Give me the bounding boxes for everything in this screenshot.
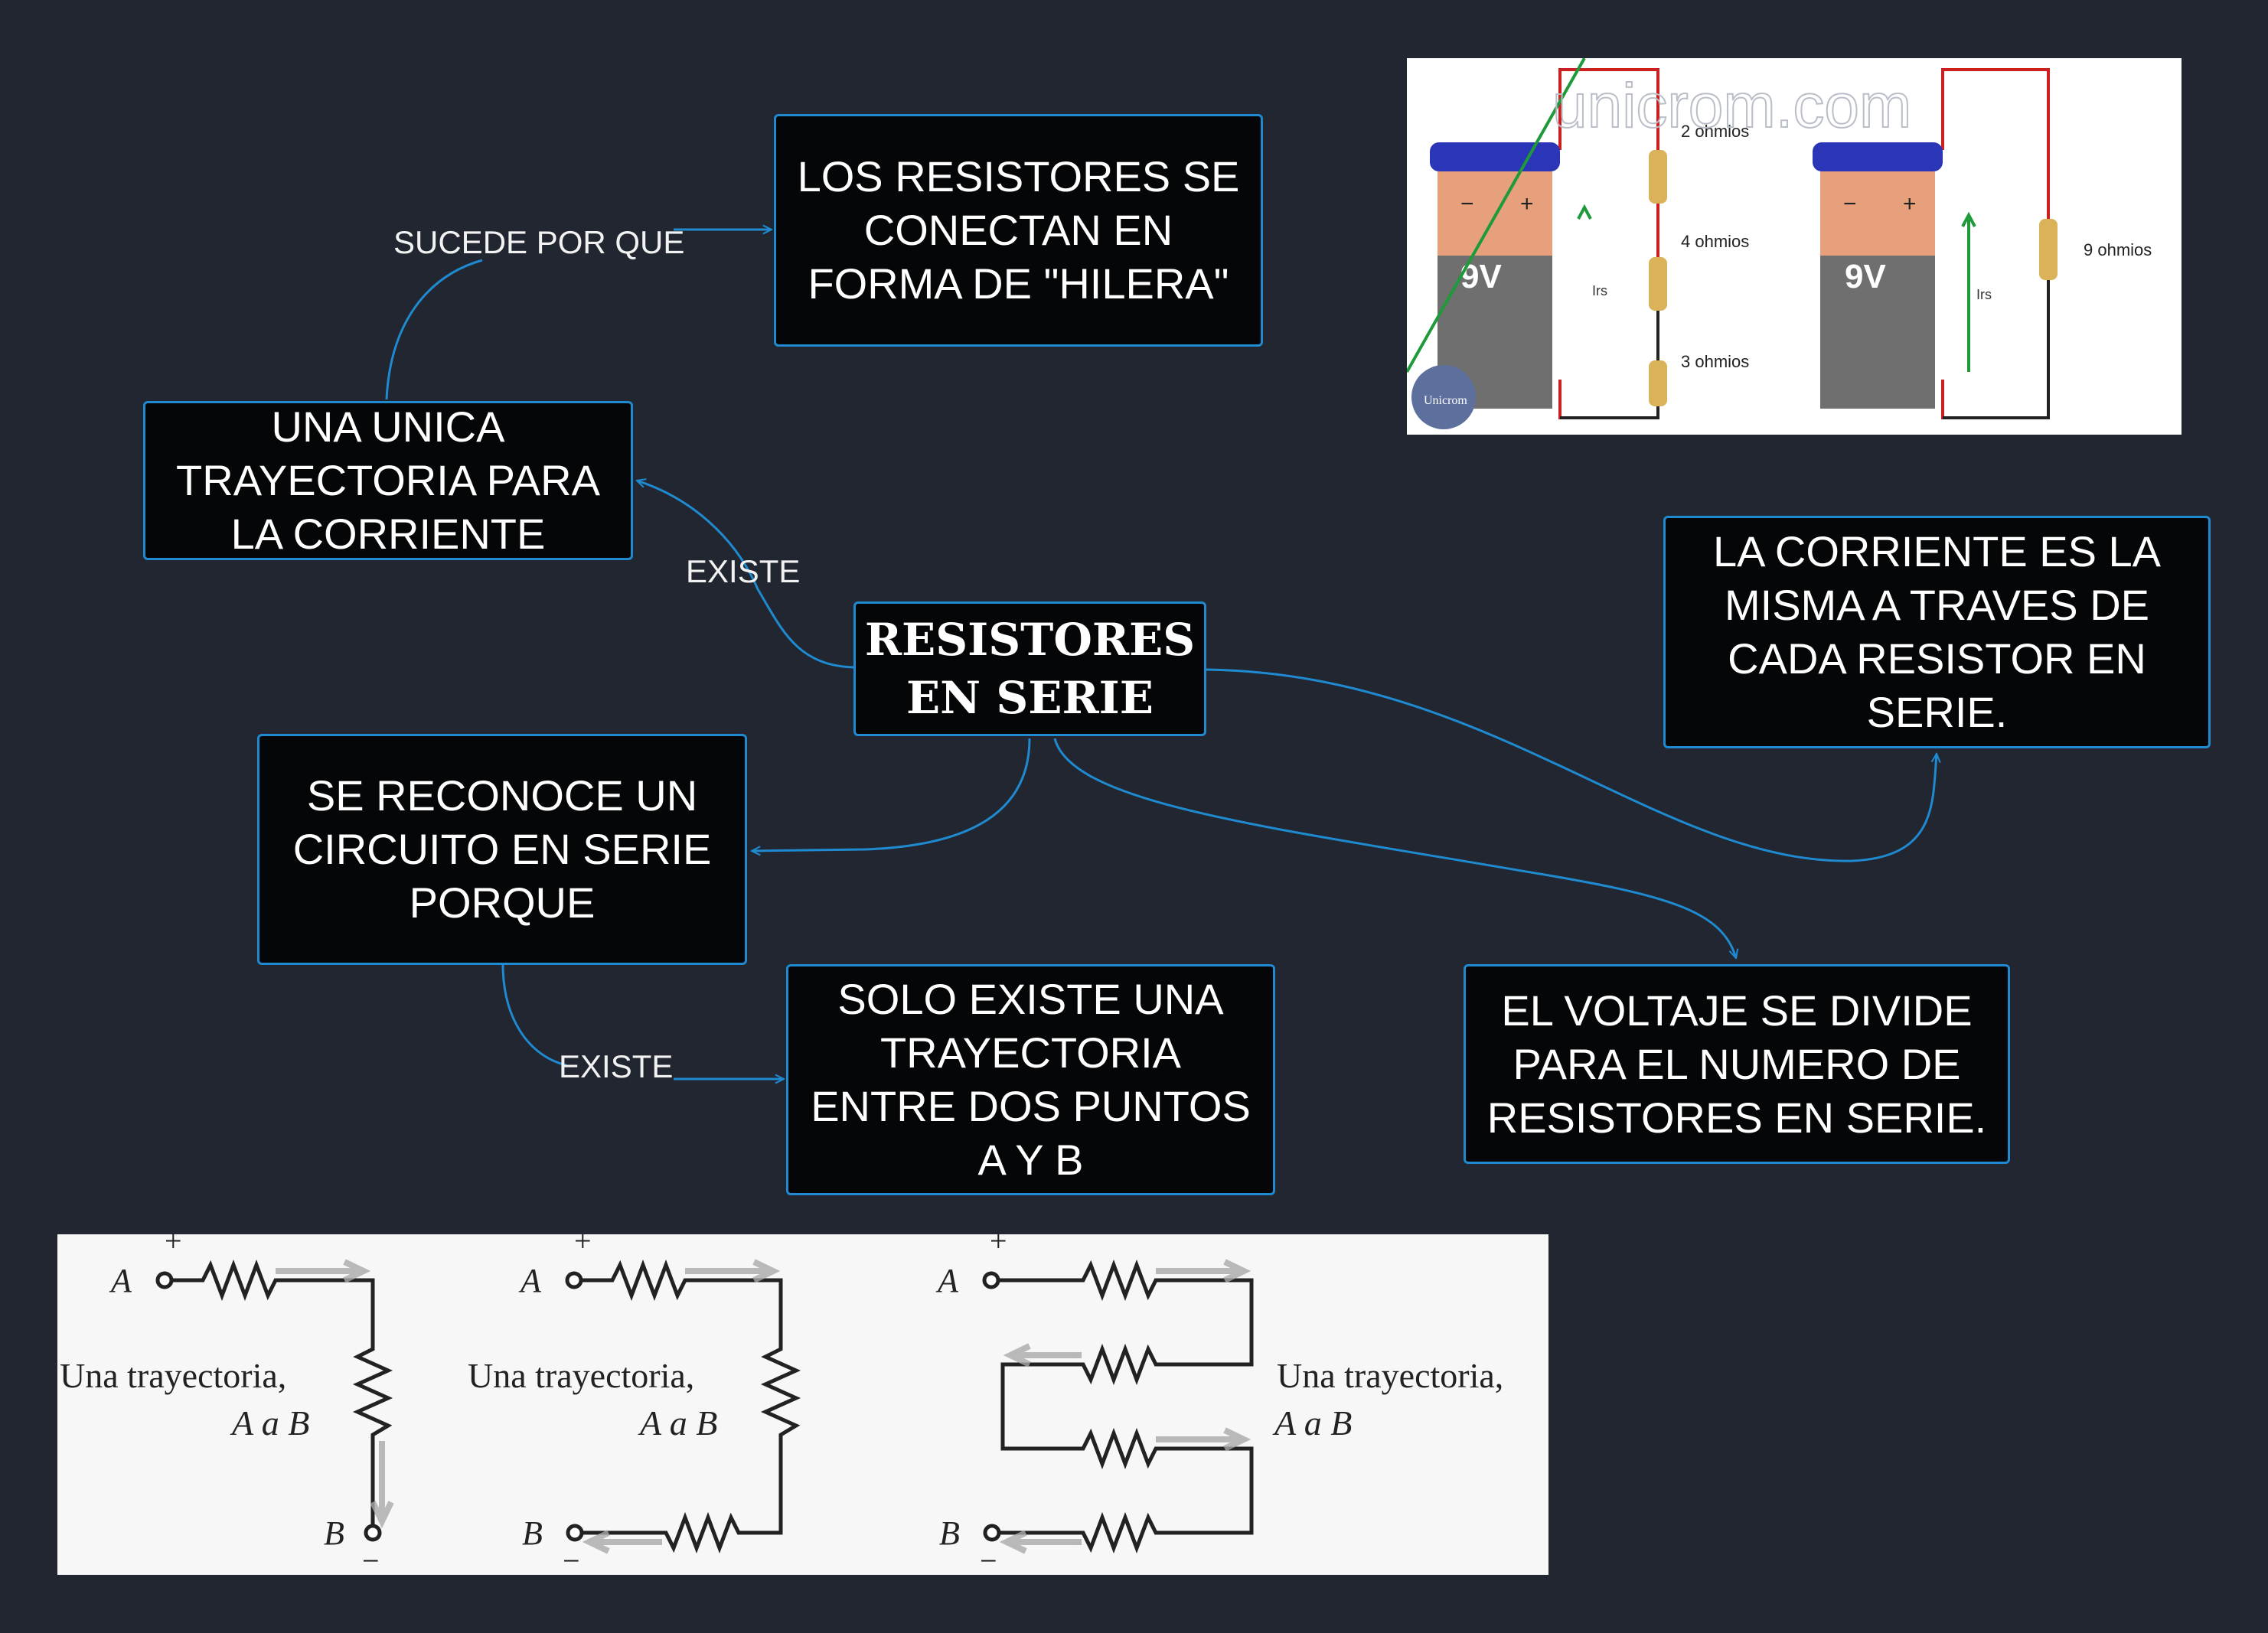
node-voltaje-divide[interactable]: EL VOLTAJE SE DIVIDE PARA EL NUMERO DE R… <box>1464 964 2010 1164</box>
d2-label-a: A <box>518 1262 542 1299</box>
connector-voltaje <box>1053 738 1736 958</box>
node-reconoce-circuito[interactable]: SE RECONOCE UN CIRCUITO EN SERIE PORQUE <box>257 734 747 965</box>
resistor-4-ohm <box>1649 257 1667 311</box>
d2-caption-1: Una trayectoria, <box>468 1356 694 1395</box>
d1-plus: + <box>165 1234 182 1258</box>
left-circuit-wire <box>1558 68 1659 419</box>
resistor-2-ohm <box>1649 150 1667 204</box>
connector-sucede <box>385 259 483 400</box>
svg-text:+: + <box>1520 191 1534 217</box>
node-corriente-misma[interactable]: LA CORRIENTE ES LA MISMA A TRAVES DE CAD… <box>1663 516 2211 748</box>
right-current-label: Irs <box>1976 287 1992 302</box>
unicrom-logo <box>1411 365 1476 429</box>
d1-wire <box>171 1259 393 1525</box>
svg-text:−: − <box>1843 191 1857 217</box>
node-unica-trayectoria[interactable]: UNA UNICA TRAYECTORIA PARA LA CORRIENTE <box>143 401 633 560</box>
d2-minus: − <box>563 1543 580 1575</box>
node-resistores-en-serie[interactable]: RESISTORES EN SERIE <box>853 601 1206 736</box>
d3-terminal-b <box>983 1524 1001 1542</box>
battery-circuit-image: − + 9V Irs 2 ohmios 4 ohmios 3 ohmios − … <box>1407 58 2182 435</box>
resistor-label-2: 2 ohmios <box>1681 122 1749 141</box>
d3-flow-arrow-3 <box>1156 1427 1251 1452</box>
d1-label-b: B <box>324 1514 344 1552</box>
resistor-9-ohm <box>2039 219 2058 280</box>
right-battery-cap <box>1813 142 1943 171</box>
d2-plus: + <box>574 1234 592 1258</box>
edge-label-existe-top: EXISTE <box>686 553 801 589</box>
right-battery-body <box>1820 256 1935 409</box>
d3-label-a: A <box>935 1262 959 1299</box>
d1-flow-arrow-down <box>370 1441 394 1529</box>
d2-terminal-a <box>565 1271 583 1289</box>
d2-flow-arrow-top <box>685 1259 781 1283</box>
resistor-label-3: 3 ohmios <box>1681 352 1749 371</box>
d1-label-a: A <box>109 1262 132 1299</box>
svg-text:−: − <box>1460 191 1474 217</box>
d2-flow-arrow-bottom <box>582 1530 662 1554</box>
d3-caption-2: A a B <box>1272 1403 1352 1442</box>
d1-terminal-b <box>364 1524 382 1542</box>
unicrom-logo-text: Unicrom <box>1424 394 1467 407</box>
d3-flow-arrow-4 <box>999 1530 1082 1554</box>
battery-circuit-drawing: − + 9V Irs 2 ohmios 4 ohmios 3 ohmios − … <box>1407 58 2152 429</box>
watermark-unicrom: unicrom.com <box>1552 71 1911 141</box>
d3-terminal-a <box>982 1271 1000 1289</box>
d2-wire <box>581 1259 801 1554</box>
d2-caption-2: A a B <box>638 1403 717 1442</box>
left-current-arrow <box>1407 58 1586 373</box>
d3-wire <box>998 1259 1254 1554</box>
connector-existe-bottom <box>501 963 567 1067</box>
right-circuit-wire <box>1941 68 2050 419</box>
d3-minus: − <box>980 1543 997 1575</box>
d3-caption-1: Una trayectoria, <box>1277 1356 1503 1395</box>
edge-label-sucede: SUCEDE POR QUE <box>393 224 685 260</box>
resistor-label-9: 9 ohmios <box>2084 240 2152 259</box>
d3-flow-arrow-1 <box>1156 1259 1251 1283</box>
resistor-label-4: 4 ohmios <box>1681 232 1749 251</box>
resistor-3-ohm <box>1649 360 1667 406</box>
connector-existe-top <box>637 481 854 669</box>
d3-plus: + <box>990 1234 1007 1258</box>
d3-flow-arrow-2 <box>1003 1343 1082 1367</box>
d1-caption-1: Una trayectoria, <box>60 1356 286 1395</box>
d1-caption-2: A a B <box>230 1403 309 1442</box>
d1-minus: − <box>362 1543 380 1575</box>
d1-flow-arrow-top <box>276 1259 371 1283</box>
right-battery-label: 9V <box>1845 258 1886 295</box>
left-battery-cap <box>1430 142 1560 171</box>
d1-terminal-a <box>155 1271 174 1289</box>
d2-label-b: B <box>522 1514 543 1552</box>
single-path-diagrams-image: + A Una trayectoria, A a B B − + A Una t… <box>57 1234 1548 1575</box>
d3-label-b: B <box>939 1514 960 1552</box>
d2-terminal-b <box>566 1524 584 1542</box>
edge-label-existe-bottom: EXISTE <box>559 1048 674 1084</box>
single-path-drawing: + A Una trayectoria, A a B B − + A Una t… <box>60 1234 1503 1575</box>
svg-text:+: + <box>1903 191 1917 217</box>
left-current-label: Irs <box>1592 283 1607 298</box>
node-solo-existe[interactable]: SOLO EXISTE UNA TRAYECTORIA ENTRE DOS PU… <box>786 964 1275 1195</box>
right-battery-top <box>1820 171 1935 256</box>
node-hilera[interactable]: LOS RESISTORES SE CONECTAN EN FORMA DE "… <box>774 114 1263 347</box>
connector-corriente <box>1206 668 1937 862</box>
connector-reconoce <box>752 738 1031 851</box>
